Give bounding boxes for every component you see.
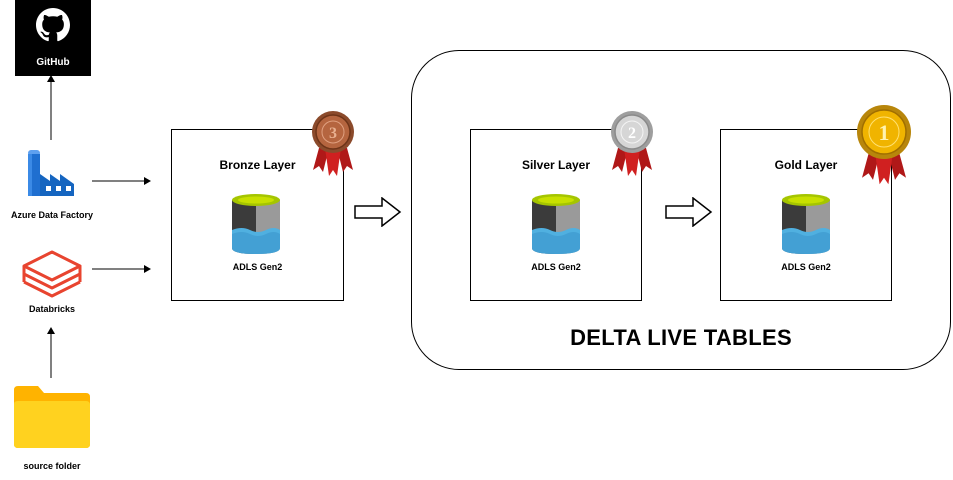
- azure-data-factory-icon: [26, 148, 76, 198]
- bronze-medal-number: 3: [329, 125, 337, 142]
- gold-medal-number: 1: [879, 120, 890, 145]
- silver-medal-number: 2: [628, 125, 636, 142]
- silver-layer-box: Silver Layer ADLS Gen2: [470, 129, 642, 301]
- gold-adls-label: ADLS Gen2: [781, 262, 831, 272]
- gold-layer-box: Gold Layer ADLS Gen2: [720, 129, 892, 301]
- silver-medal-icon: 2: [605, 108, 659, 178]
- arrow-databricks-to-bronze: [92, 265, 151, 273]
- silver-adls-label: ADLS Gen2: [531, 262, 581, 272]
- github-node: GitHub: [15, 0, 91, 76]
- folder-icon: [12, 384, 92, 450]
- adls-gen2-icon: [528, 192, 584, 256]
- arrow-bronze-to-silver: [354, 197, 402, 227]
- adls-gen2-icon: [228, 192, 284, 256]
- source-folder-label: source folder: [23, 461, 81, 471]
- databricks-icon: [22, 250, 82, 300]
- databricks-label: Databricks: [28, 304, 76, 314]
- github-label: GitHub: [36, 57, 70, 68]
- bronze-layer-box: Bronze Layer ADLS Gen2: [171, 129, 344, 301]
- arrow-adf-to-bronze: [92, 177, 151, 185]
- arrow-silver-to-gold: [665, 197, 713, 227]
- gold-layer-title: Gold Layer: [774, 158, 838, 172]
- adls-gen2-icon: [778, 192, 834, 256]
- bronze-layer-title: Bronze Layer: [219, 158, 296, 172]
- bronze-medal-icon: 3: [306, 108, 360, 178]
- github-icon: [36, 8, 70, 42]
- bronze-adls-label: ADLS Gen2: [232, 262, 283, 272]
- delta-live-tables-title: DELTA LIVE TABLES: [570, 325, 792, 350]
- adf-label: Azure Data Factory: [10, 210, 94, 220]
- arrow-folder-to-databricks: [47, 327, 55, 378]
- silver-layer-title: Silver Layer: [521, 158, 591, 172]
- arrow-adf-to-github: [47, 75, 55, 140]
- gold-medal-icon: 1: [852, 102, 916, 188]
